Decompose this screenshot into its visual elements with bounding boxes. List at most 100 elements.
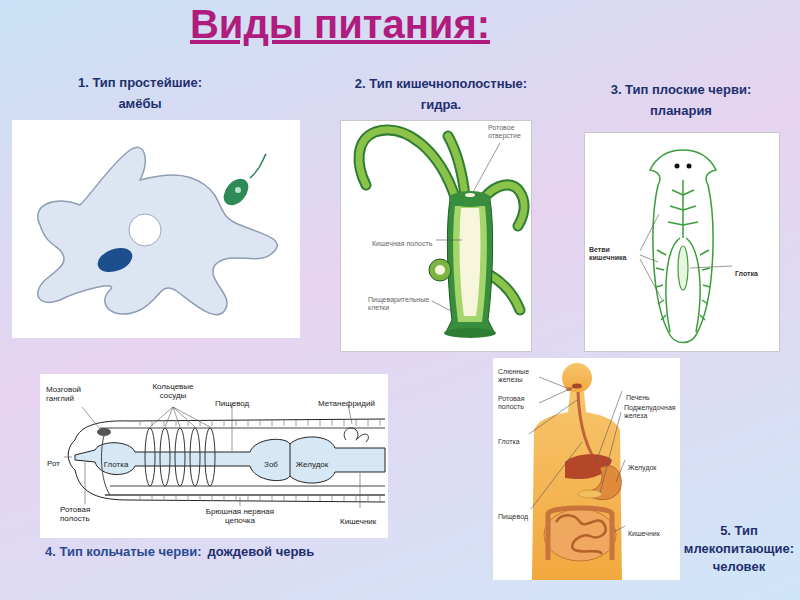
label-holder: Кишечник — [340, 510, 376, 528]
gut — [75, 437, 385, 483]
part-label: Мозговой ганглий — [46, 386, 96, 404]
leader-line — [436, 240, 462, 241]
gut-trunk — [686, 238, 700, 332]
ring-vessels — [145, 428, 215, 486]
hypostome — [449, 191, 491, 207]
leader-line — [473, 143, 500, 192]
part-label: Кольцевые сосуды — [145, 383, 201, 401]
nucleus — [94, 244, 135, 277]
intestines — [544, 509, 616, 561]
planaria-figure — [650, 150, 716, 343]
leader-line — [640, 255, 658, 262]
gut-side-branches — [700, 250, 710, 320]
part-label: Глотка — [735, 270, 758, 278]
part-label: Зоб — [263, 461, 279, 470]
label-holder: Ротовая полость — [60, 506, 110, 525]
leader-line — [640, 259, 662, 300]
panel-caption: 1. Тип простейшие: — [40, 72, 240, 93]
ring-vessel — [205, 428, 215, 486]
panel-caption: 2. Тип кишечнополостные: — [331, 73, 551, 94]
prey-spot — [235, 187, 241, 193]
eye — [675, 164, 680, 169]
label-holder: Печень — [626, 386, 650, 404]
flagellum — [250, 154, 266, 178]
caption-holder: 3. Тип плоские черви:планария — [583, 79, 779, 121]
basal-disc — [444, 328, 496, 338]
panel-caption: гидра. — [331, 94, 551, 115]
leader-line — [600, 412, 621, 493]
part-label: Поджелудочная железа — [624, 404, 678, 419]
panel-caption: 3. Тип плоские черви: — [583, 79, 779, 100]
part-label: Рот — [47, 460, 60, 469]
part-label: Пищеварительные клетки — [368, 296, 430, 311]
colon — [548, 508, 612, 560]
part-label: Глотка — [103, 461, 130, 470]
ring-vessel — [145, 428, 155, 486]
leader-line — [640, 214, 659, 251]
earthworm-figure — [68, 419, 385, 502]
label-holder: Глотка — [498, 430, 520, 448]
tentacle — [448, 136, 465, 196]
leader-line — [529, 400, 577, 434]
label-holder: Слюнные железы — [498, 368, 538, 386]
eye — [687, 164, 692, 169]
tentacle — [448, 136, 465, 196]
label-holder: Ветви кишечника — [589, 246, 637, 264]
panel-caption: 4. Тип кольчатые черви: — [45, 543, 202, 561]
label-holder: Рот — [47, 452, 60, 470]
part-label: Ветви кишечника — [589, 246, 637, 261]
metanephridium — [344, 428, 368, 442]
panel-caption: амёбы — [40, 93, 240, 114]
leader-line — [690, 266, 732, 268]
label-holder: Кишечная полость — [372, 232, 434, 250]
ring-vessel — [160, 428, 170, 486]
part-label: Кишечник — [628, 530, 660, 538]
part-label: Желудок — [295, 461, 330, 470]
vacuole — [129, 214, 161, 246]
label-holder: Ротовая полость — [498, 395, 538, 413]
bud — [429, 259, 451, 281]
leader-line — [360, 473, 361, 508]
label-holder: Зоб — [255, 453, 287, 471]
tentacle — [359, 130, 456, 200]
label-holder: Поджелудочная железа — [624, 404, 678, 422]
panel-caption: человек — [683, 558, 795, 576]
part-label: Ротовая полость — [498, 395, 538, 410]
nerve-cord — [105, 494, 385, 496]
panel-grounds — [12, 120, 780, 580]
leader-line — [150, 407, 173, 427]
part-label: Ротовое отверстие — [488, 124, 530, 139]
head — [562, 363, 592, 393]
part-label: Пищевод — [215, 400, 249, 409]
part-label: Ротовая полость — [60, 506, 110, 524]
leader-line — [82, 407, 100, 429]
torso — [532, 392, 622, 580]
gut-branches — [656, 180, 710, 332]
part-label: Желудок — [628, 464, 656, 472]
label-holder: Ротовое отверстие — [488, 124, 530, 142]
label-holder: Кольцевые сосуды — [145, 383, 201, 402]
gut-divider — [290, 444, 291, 476]
part-label: Печень — [626, 394, 650, 402]
gut-trunk — [682, 180, 684, 238]
tentacle — [490, 275, 520, 310]
leader-lines — [64, 143, 732, 532]
label-holder: Желудок — [628, 456, 656, 474]
leader-line — [165, 407, 173, 427]
panel-ground — [12, 120, 300, 338]
leader-line — [531, 442, 582, 509]
label-holder: Метанефридий — [318, 392, 375, 410]
part-label: Слюнные железы — [498, 368, 538, 383]
amoeba-body — [38, 147, 278, 314]
leader-line — [539, 387, 574, 403]
gut-trunk — [666, 238, 680, 332]
panel-ground — [340, 120, 532, 352]
part-label: Брюшная нервная цепочка — [190, 508, 290, 526]
leader-line — [173, 407, 210, 427]
slide-title: Виды питания: — [190, 2, 490, 47]
part-label: Кишечная полость — [372, 240, 432, 248]
title-holder: Виды питания: — [0, 2, 680, 47]
label-holder: Пищевод — [498, 505, 528, 523]
leader-line — [232, 404, 233, 451]
